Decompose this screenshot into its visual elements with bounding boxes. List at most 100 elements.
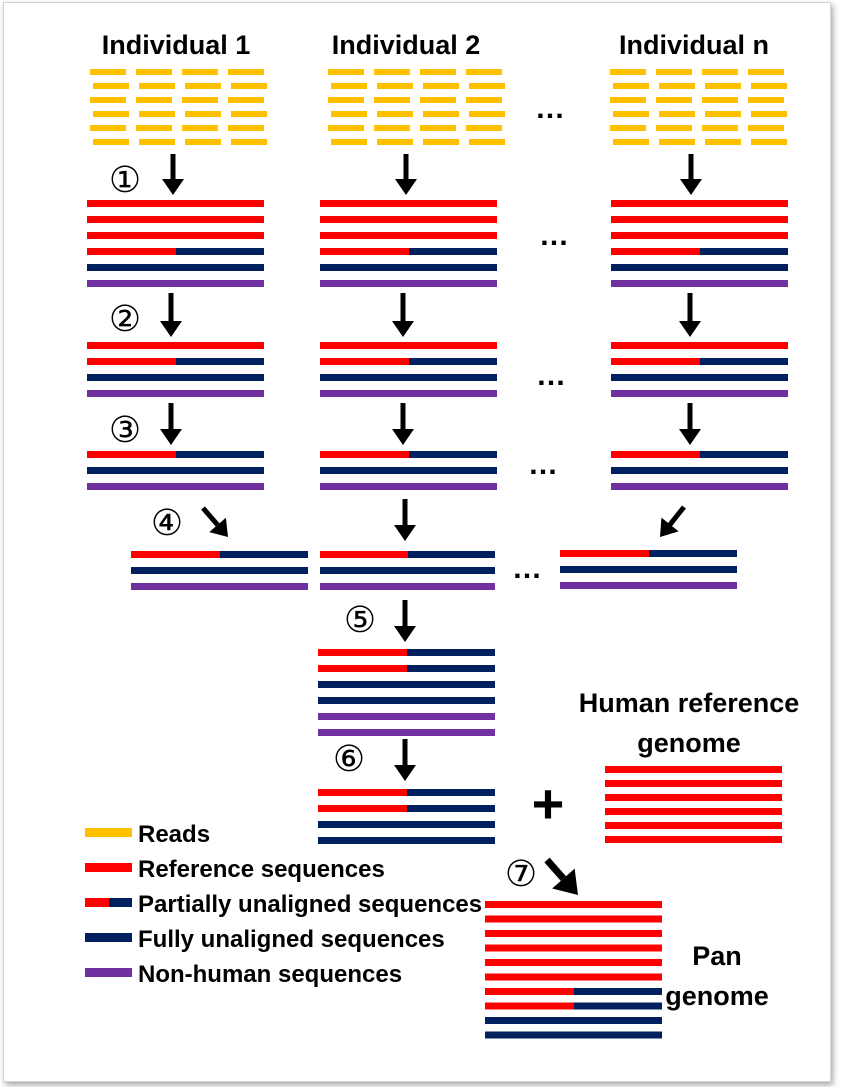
individual-2-step2-unaligned-bar [320,374,497,381]
individual-2-read [328,125,364,131]
individual-2-read [420,97,456,103]
individual-1-read [185,83,221,89]
pan-genome-partial-bar-reference-part [485,988,574,995]
pan-genome-label-line2: genome [665,981,769,1011]
arrow-step3-individual-1-head [160,429,182,445]
arrow-step3-individual-2-head [392,429,414,445]
individual-1-read [228,69,264,75]
individual-n-step1-reference-bar [611,216,788,223]
individual-n-read [748,125,784,131]
individual-n-step4-partial-bar-unaligned-part [649,550,737,557]
ellipsis-step4: … [512,552,542,585]
step-7-label: ⑦ [505,854,537,895]
legend-label-unaligned: Fully unaligned sequences [138,926,445,953]
individual-2-read [466,97,502,103]
individual-n-step2-nonhuman-bar [611,390,788,397]
individual-1-read [93,111,129,117]
individual-2-read [374,69,410,75]
reads-layer [90,69,787,145]
human-reference-reference-bar [605,794,782,801]
individual-n-read [705,139,741,145]
ellipsis-reads: … [535,92,565,125]
individual-2-read [423,139,459,145]
individual-2-read [331,111,367,117]
arrow-step5-head [394,626,416,642]
individual-2-read [423,111,459,117]
individual-2-step3-unaligned-bar [320,467,497,474]
human-reference-genome-label-line1: Human reference [579,688,800,718]
merged-step6-partial-bar-reference-part [318,789,407,796]
individual-2-step2-nonhuman-bar [320,390,497,397]
legend-label-partial: Partially unaligned sequences [138,891,482,918]
individual-2-read [374,97,410,103]
legend-swatch-nonhuman [85,968,132,977]
individual-1-step1-reference-bar [87,216,264,223]
individual-n-read [748,69,784,75]
individual-1-read [93,139,129,145]
human-reference-reference-bar [605,780,782,787]
individual-1-read [185,139,221,145]
individual-1-read [231,139,267,145]
individual-1-read [90,97,126,103]
arrow-step1-individual-n-head [680,179,702,195]
individual-n-step4-partial-bar-reference-part [560,550,649,557]
individual-n-read [659,111,695,117]
individual-n-read [610,125,646,131]
merged-step6-partial-bar-unaligned-part [407,789,495,796]
pan-genome-reference-bar [485,915,662,923]
individual-n-step1-reference-bar [611,200,788,207]
individual-2-read [377,111,413,117]
individual-1-read [182,125,218,131]
step-1-label: ① [109,160,141,201]
individual-2-step1-partial-bar-unaligned-part [409,248,497,255]
step-2-label: ② [109,299,141,340]
individual-1-step1-partial-bar-reference-part [87,248,176,255]
individual-n-read [656,69,692,75]
individual-n-step1-nonhuman-bar [611,280,788,287]
individual-n-step4-unaligned-bar [560,566,737,573]
pan-genome-reference-bar [485,901,662,908]
individual-1-read [228,97,264,103]
pan-genome-partial-bar-unaligned-part [574,1002,662,1010]
individual-n-read [613,83,649,89]
merged-step5-nonhuman-bar [318,713,495,720]
individual-n-step3-partial-bar-reference-part [611,451,700,458]
individual-n-read [656,125,692,131]
individual-1-step2-nonhuman-bar [87,390,264,397]
individual-1-step1-unaligned-bar [87,264,264,271]
individual-2-step1-partial-bar-reference-part [320,248,409,255]
merged-step5-unaligned-bar [318,681,495,688]
individual-1-read [182,97,218,103]
step-5-label: ⑤ [344,600,376,641]
ellipsis-step3: … [528,448,558,481]
individual-2-read [331,83,367,89]
individual-1-read [136,69,172,75]
step-3-label: ③ [109,410,141,451]
pan-genome-unaligned-bar [485,1017,662,1024]
individual-n-step1-partial-bar-reference-part [611,248,700,255]
individual-1-step4-nonhuman-bar [131,583,308,590]
individual-1-read [185,111,221,117]
individual-n-step3-unaligned-bar [611,467,788,474]
legend-swatch-reads [85,828,132,837]
individual-2-step2-partial-bar-reference-part [320,358,409,365]
arrow-step1-individual-1-head [162,179,184,195]
ellipsis-step1: … [539,219,569,252]
arrow-step6-head [394,765,416,781]
pan-genome-unaligned-bar [485,1031,662,1039]
individual-2-read [469,139,505,145]
individual-n-read [702,69,738,75]
individual-1-read [136,125,172,131]
arrow-step2-individual-1-head [160,321,182,337]
individual-n-read [751,111,787,117]
individual-1-step1-nonhuman-bar [87,280,264,287]
individual-1-read [139,111,175,117]
individual-n-read [610,69,646,75]
arrows-layer [160,154,702,895]
individual-n-read [702,125,738,131]
header-individual-2: Individual 2 [332,30,481,60]
arrow-step4-individual-2-head [394,525,416,541]
pan-genome-reference-bar [485,944,662,952]
arrow-step7-head [552,868,578,895]
